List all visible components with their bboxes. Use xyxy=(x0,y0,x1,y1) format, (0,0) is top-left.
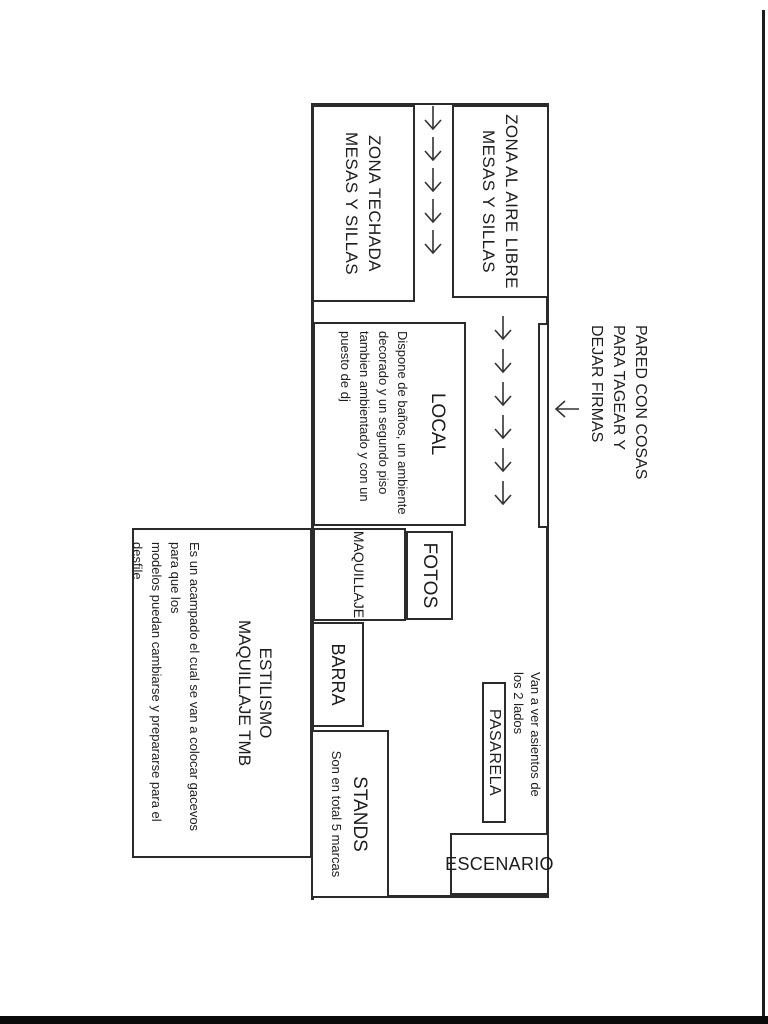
flow-arrow-icon xyxy=(494,415,512,440)
tagging-wall xyxy=(538,323,549,528)
room-label: LOCAL xyxy=(427,392,448,456)
room-label: ESCENARIO xyxy=(445,853,554,874)
room-label: BARRA xyxy=(328,643,349,706)
room-stands: STANDS Son en total 5 marcas xyxy=(311,730,389,898)
tagging-wall-label: PARED CON COSAS PARA TAGEAR Y DEJAR FIRM… xyxy=(588,325,649,480)
room-zona-techada: ZONA TECHADA MESAS Y SILLAS xyxy=(312,105,415,302)
room-escenario: ESCENARIO xyxy=(445,833,554,895)
room-label: MESAS Y SILLAS xyxy=(342,132,362,275)
scan-border xyxy=(0,1016,768,1024)
flow-arrows xyxy=(490,315,516,506)
flow-arrow-icon xyxy=(494,316,512,341)
room-label: PASARELA xyxy=(486,708,503,797)
room-label: ESTILISMO MAQUILLAJE TMB xyxy=(235,619,275,767)
flow-arrow-icon xyxy=(424,199,442,224)
left-arrow-icon xyxy=(554,398,580,420)
room-pasarela: PASARELA xyxy=(482,682,506,823)
flow-arrow-icon xyxy=(494,382,512,407)
room-description: Dispone de baños, un ambiente decorado y… xyxy=(338,331,410,515)
room-label: MAQUILLAJE xyxy=(351,530,368,619)
room-maquillaje: MAQUILLAJE xyxy=(313,528,406,621)
flow-arrows xyxy=(420,105,446,255)
room-note: Son en total 5 marcas xyxy=(329,750,345,878)
flow-arrow-icon xyxy=(424,106,442,131)
flow-arrow-icon xyxy=(424,168,442,193)
room-label: FOTOS xyxy=(419,542,441,609)
room-label: ZONA TECHADA xyxy=(365,135,385,272)
flow-arrow-icon xyxy=(494,349,512,374)
room-fotos: FOTOS xyxy=(406,531,453,620)
seats-note: Van a ver asientos de los 2 lados xyxy=(511,672,543,797)
room-barra: BARRA xyxy=(312,622,364,727)
flow-arrow-icon xyxy=(494,481,512,506)
room-estilismo: ESTILISMO MAQUILLAJE TMB Es un acampado … xyxy=(130,528,312,858)
room-local: LOCAL Dispone de baños, un ambiente deco… xyxy=(313,322,466,526)
flow-arrow-icon xyxy=(424,230,442,255)
scan-border xyxy=(762,10,765,1024)
room-label: ZONA AL AIRE LIBRE xyxy=(502,114,522,289)
flow-arrow-icon xyxy=(424,137,442,162)
room-zona-aire-libre: ZONA AL AIRE LIBRE MESAS Y SILLAS xyxy=(452,105,549,298)
room-description: Es un acampado el cual se van a colocar … xyxy=(130,542,202,832)
flow-arrow-icon xyxy=(494,448,512,473)
room-label: STANDS xyxy=(349,776,371,852)
room-label: MESAS Y SILLAS xyxy=(479,130,499,273)
